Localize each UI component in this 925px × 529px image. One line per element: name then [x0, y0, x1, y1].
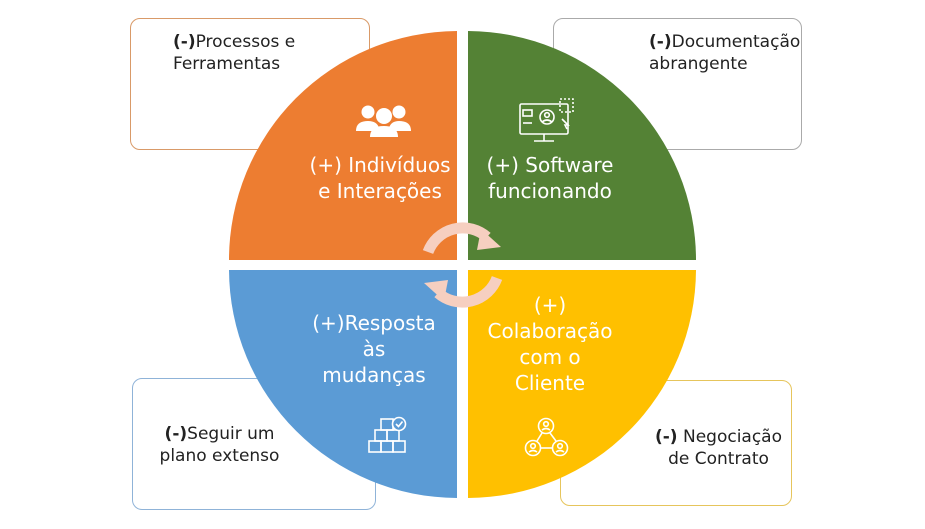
quadrant-label-line: às	[362, 337, 386, 361]
quadrant-colaboracao	[468, 270, 696, 498]
quadrant-software	[468, 31, 696, 260]
quadrant-label-line: e Interações	[318, 179, 442, 203]
box-line: plano extenso	[159, 446, 280, 466]
quadrant-label-line: mudanças	[322, 363, 426, 387]
quadrant-label-line: com o	[519, 345, 581, 369]
box-line: Documentação	[671, 32, 801, 52]
quadrant-label-line: Cliente	[514, 371, 586, 395]
quadrant-label-line: Colaboração	[487, 319, 613, 343]
quadrant-label-line: (+)Resposta	[312, 311, 436, 335]
circular-arrows-icon	[422, 222, 503, 308]
quadrant-individuos	[229, 31, 457, 260]
quadrant-label-software: (+) Software funcionando	[470, 152, 630, 204]
quadrant-label-colaboracao: (+) Colaboração com o Cliente	[470, 292, 630, 396]
box-line: de Contrato	[668, 449, 769, 469]
quadrant-label-line: (+) Software	[486, 153, 614, 177]
box-line: abrangente	[649, 54, 748, 74]
quadrant-label-line: (+) Indivíduos	[309, 153, 451, 177]
box-line: Seguir um	[187, 424, 275, 444]
box-marker: (-)	[654, 427, 678, 447]
connected-people-icon	[524, 417, 569, 457]
quadrant-label-resposta: (+)Resposta às mudanças	[294, 310, 454, 388]
stacked-boxes-check-icon	[368, 416, 407, 453]
box-line: Ferramentas	[173, 54, 281, 74]
people-group-icon	[356, 105, 411, 137]
box-line: Negociação	[677, 427, 783, 447]
quadrant-label-line: funcionando	[488, 179, 612, 203]
quadrant-label-line: (+)	[533, 293, 567, 317]
box-marker: (-)	[164, 424, 188, 444]
box-marker: (-)	[173, 32, 196, 52]
box-line: Processos e	[195, 32, 296, 52]
box-marker: (-)	[649, 32, 672, 52]
computer-screen-icon	[519, 98, 574, 142]
quadrant-label-individuos: (+) Indivíduos e Interações	[300, 152, 460, 204]
